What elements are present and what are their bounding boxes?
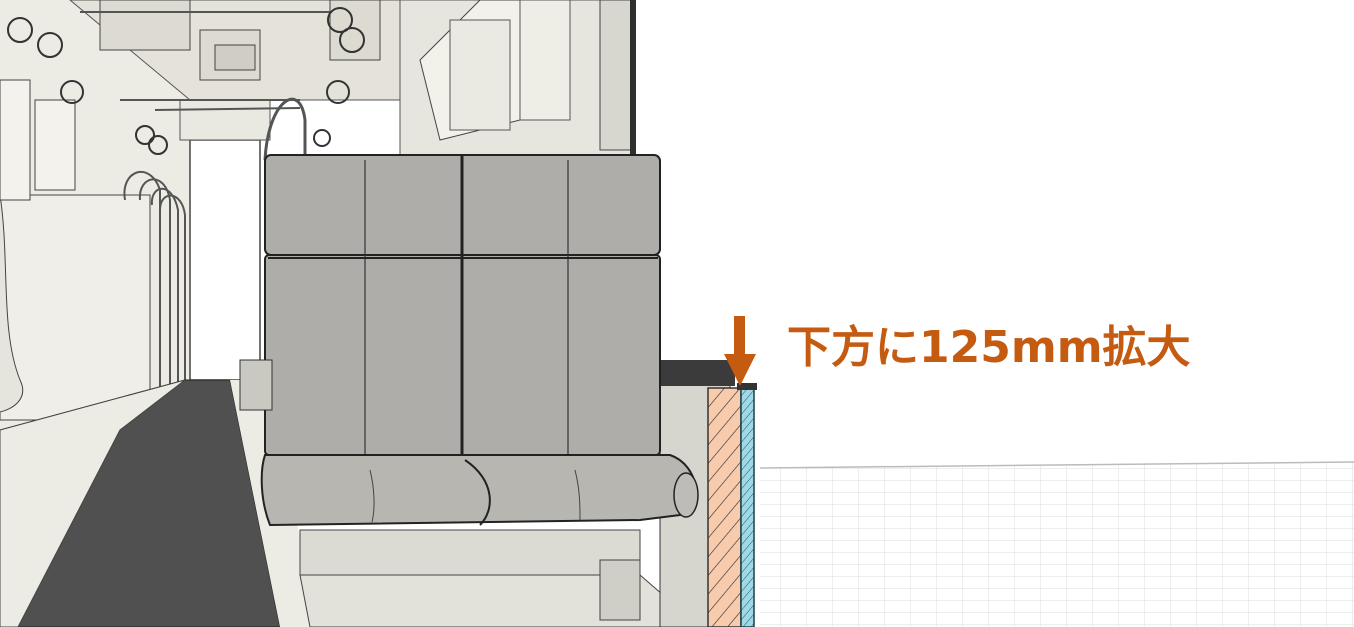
down-arrow-icon [724,316,756,386]
wall-cross-section [707,383,757,627]
car-interior [0,0,735,627]
transverse-seat [239,154,699,527]
expansion-annotation-label: 下方に125mm拡大 [787,322,1191,373]
ground-grid [759,461,1354,627]
